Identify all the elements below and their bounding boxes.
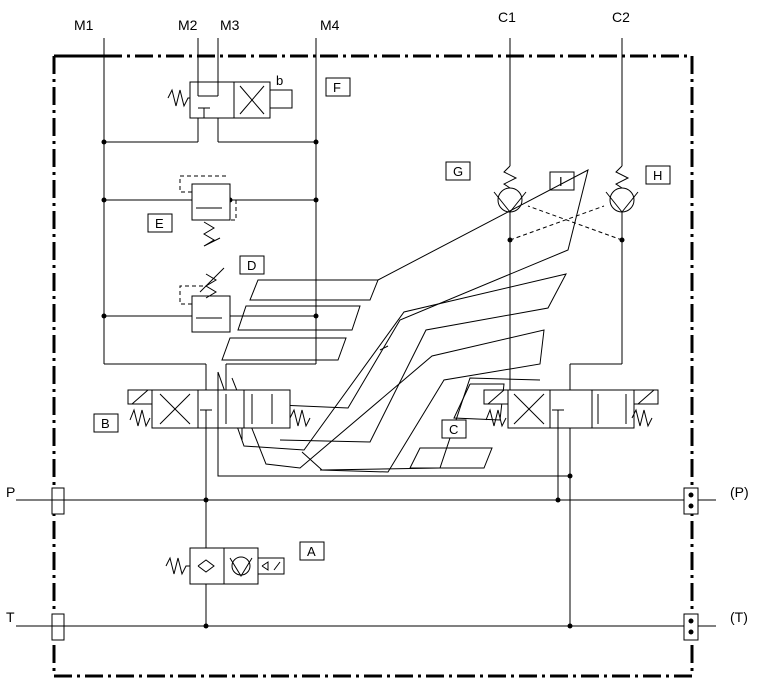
port-label-m2: M2 [178,17,198,33]
label-box-g [445,161,471,181]
pressure-line-p [16,487,716,515]
port-label-t: T [6,609,15,625]
label-box-f [325,77,351,97]
label-box-c [441,419,467,439]
pilot-cross-line-1 [509,205,605,241]
relief-valve-d [101,267,319,333]
internal-channels [217,169,589,473]
block-boundary [52,54,694,678]
port-label-m3: M3 [220,17,240,33]
relief-valve-e [101,175,319,247]
valve-a [165,500,285,626]
port-label-c2: C2 [612,9,630,25]
directional-valve-right [483,240,659,626]
port-lines [103,38,623,365]
component-label-c: C [449,422,458,437]
check-valve-g [493,165,527,243]
label-box-a [299,541,325,561]
component-label-f: F [333,80,341,95]
component-label-g: G [453,164,463,179]
port-label-t-out: (T) [730,609,748,625]
valve-f [101,81,319,145]
component-label-e: E [155,216,164,231]
tank-line-t [16,613,716,641]
port-label-p-out: (P) [730,484,749,500]
port-label-p: P [6,484,15,500]
return-passage [217,372,570,477]
label-box-d [239,255,265,275]
component-label-a: A [307,544,316,559]
component-label-d: D [247,258,256,273]
label-box-h [645,165,671,185]
port-label-c1: C1 [498,9,516,25]
component-label-b: B [101,416,110,431]
directional-valve-b [127,364,311,500]
label-box-i [549,171,575,191]
port-label-m4: M4 [320,17,340,33]
label-box-e [147,213,173,233]
label-box-b [93,413,119,433]
component-label-h: H [653,168,662,183]
port-label-m1: M1 [74,17,94,33]
component-label-i: I [559,174,563,189]
solenoid-label-b: b [276,73,283,88]
check-valve-h [605,165,639,243]
